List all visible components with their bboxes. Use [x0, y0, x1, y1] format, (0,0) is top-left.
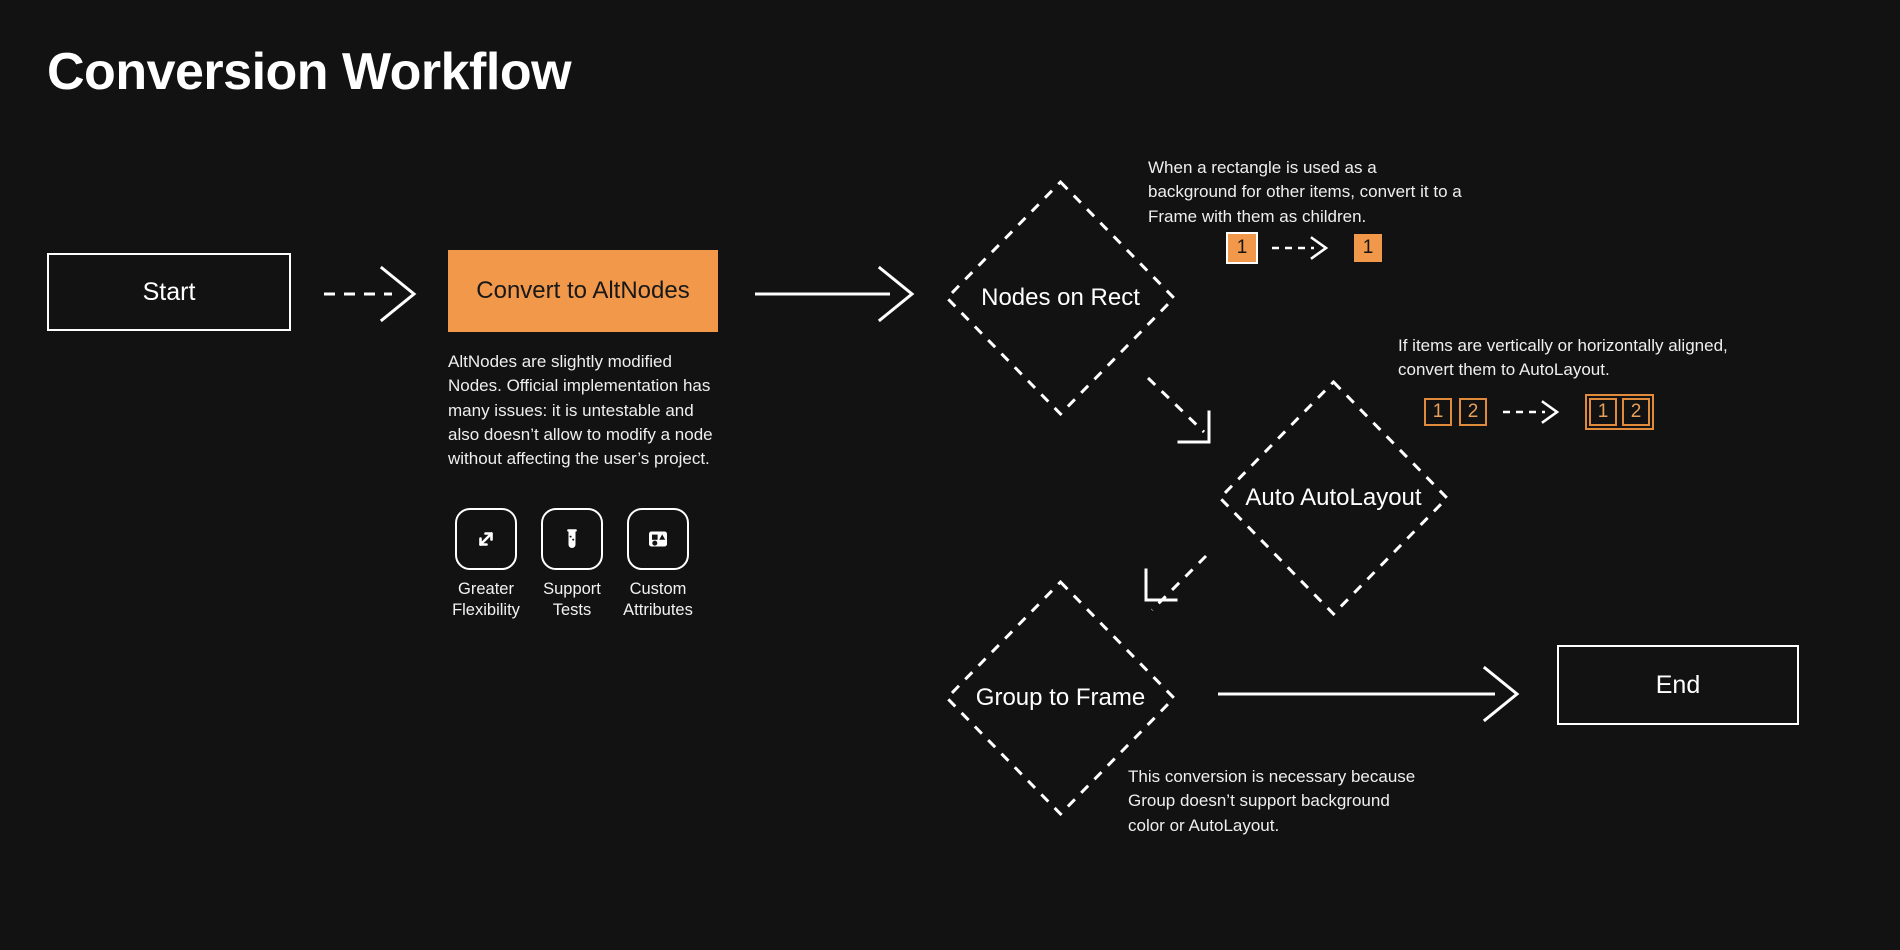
node-auto-autolayout[interactable]: Auto AutoLayout	[1216, 378, 1451, 618]
note-aligned-items: If items are vertically or horizontally …	[1398, 336, 1728, 380]
feature-label: Greater Flexibility	[452, 580, 520, 619]
illustration-aligned-items: 1 2 1 2	[1424, 394, 1654, 430]
node-start[interactable]: Start	[47, 253, 291, 331]
expand-arrows-icon	[479, 532, 493, 546]
badge-before-2: 2	[1459, 398, 1487, 426]
node-auto-autolayout-label: Auto AutoLayout	[1245, 484, 1422, 511]
node-convert-to-altnodes[interactable]: Convert to AltNodes	[448, 250, 718, 332]
feature-icon-box	[541, 508, 603, 570]
connector-start-to-convert	[324, 265, 417, 323]
feature-label: Custom Attributes	[623, 580, 693, 619]
feature-label: Support Tests	[543, 580, 601, 619]
connector-auto-autolayout-to-group-to-frame	[1144, 554, 1208, 612]
test-tube-icon	[567, 529, 577, 548]
node-start-label: Start	[142, 277, 196, 306]
badge-before-1: 1	[1228, 234, 1256, 262]
feature-greater-flexibility[interactable]: Greater Flexibility	[452, 508, 520, 620]
dashed-arrow-right-icon	[1501, 399, 1571, 425]
shapes-attributes-icon	[649, 531, 667, 547]
badge-before-1: 1	[1424, 398, 1452, 426]
page-title: Conversion Workflow	[47, 43, 572, 101]
badge-after-1: 1	[1589, 398, 1617, 426]
dashed-arrow-right-icon	[1270, 235, 1340, 261]
node-group-to-frame-label: Group to Frame	[975, 684, 1146, 711]
node-group-to-frame[interactable]: Group to Frame	[943, 578, 1178, 818]
note-group-support: This conversion is necessary because Gro…	[1128, 767, 1416, 835]
node-end-label: End	[1655, 670, 1701, 699]
note-altnodes: AltNodes are slightly modified Nodes. Of…	[448, 352, 713, 469]
node-end[interactable]: End	[1557, 645, 1799, 725]
badges-after-grouped: 1 2	[1585, 394, 1654, 430]
feature-icon-box	[455, 508, 517, 570]
feature-icon-box	[627, 508, 689, 570]
node-nodes-on-rect-label: Nodes on Rect	[981, 284, 1140, 311]
connector-convert-to-nodes-on-rect	[755, 265, 915, 323]
badge-after-1: 1	[1354, 234, 1382, 262]
connector-nodes-on-rect-to-auto-autolayout	[1146, 376, 1211, 444]
decision-diamond-shape	[944, 579, 1177, 817]
node-nodes-on-rect[interactable]: Nodes on Rect	[943, 178, 1178, 418]
badge-after-2: 2	[1622, 398, 1650, 426]
decision-diamond-shape	[1217, 379, 1450, 617]
feature-custom-attributes[interactable]: Custom Attributes	[623, 508, 693, 620]
connector-group-to-frame-to-end	[1218, 665, 1520, 723]
node-convert-to-altnodes-label: Convert to AltNodes	[476, 277, 690, 304]
illustration-rect-background: 1 1	[1228, 234, 1382, 262]
feature-support-tests[interactable]: Support Tests	[538, 508, 606, 620]
feature-list: Greater Flexibility Support Tests Custom…	[452, 508, 693, 620]
decision-diamond-shape	[944, 179, 1177, 417]
note-rect-background: When a rectangle is used as a background…	[1148, 158, 1462, 226]
badges-before: 1 2	[1424, 398, 1487, 426]
